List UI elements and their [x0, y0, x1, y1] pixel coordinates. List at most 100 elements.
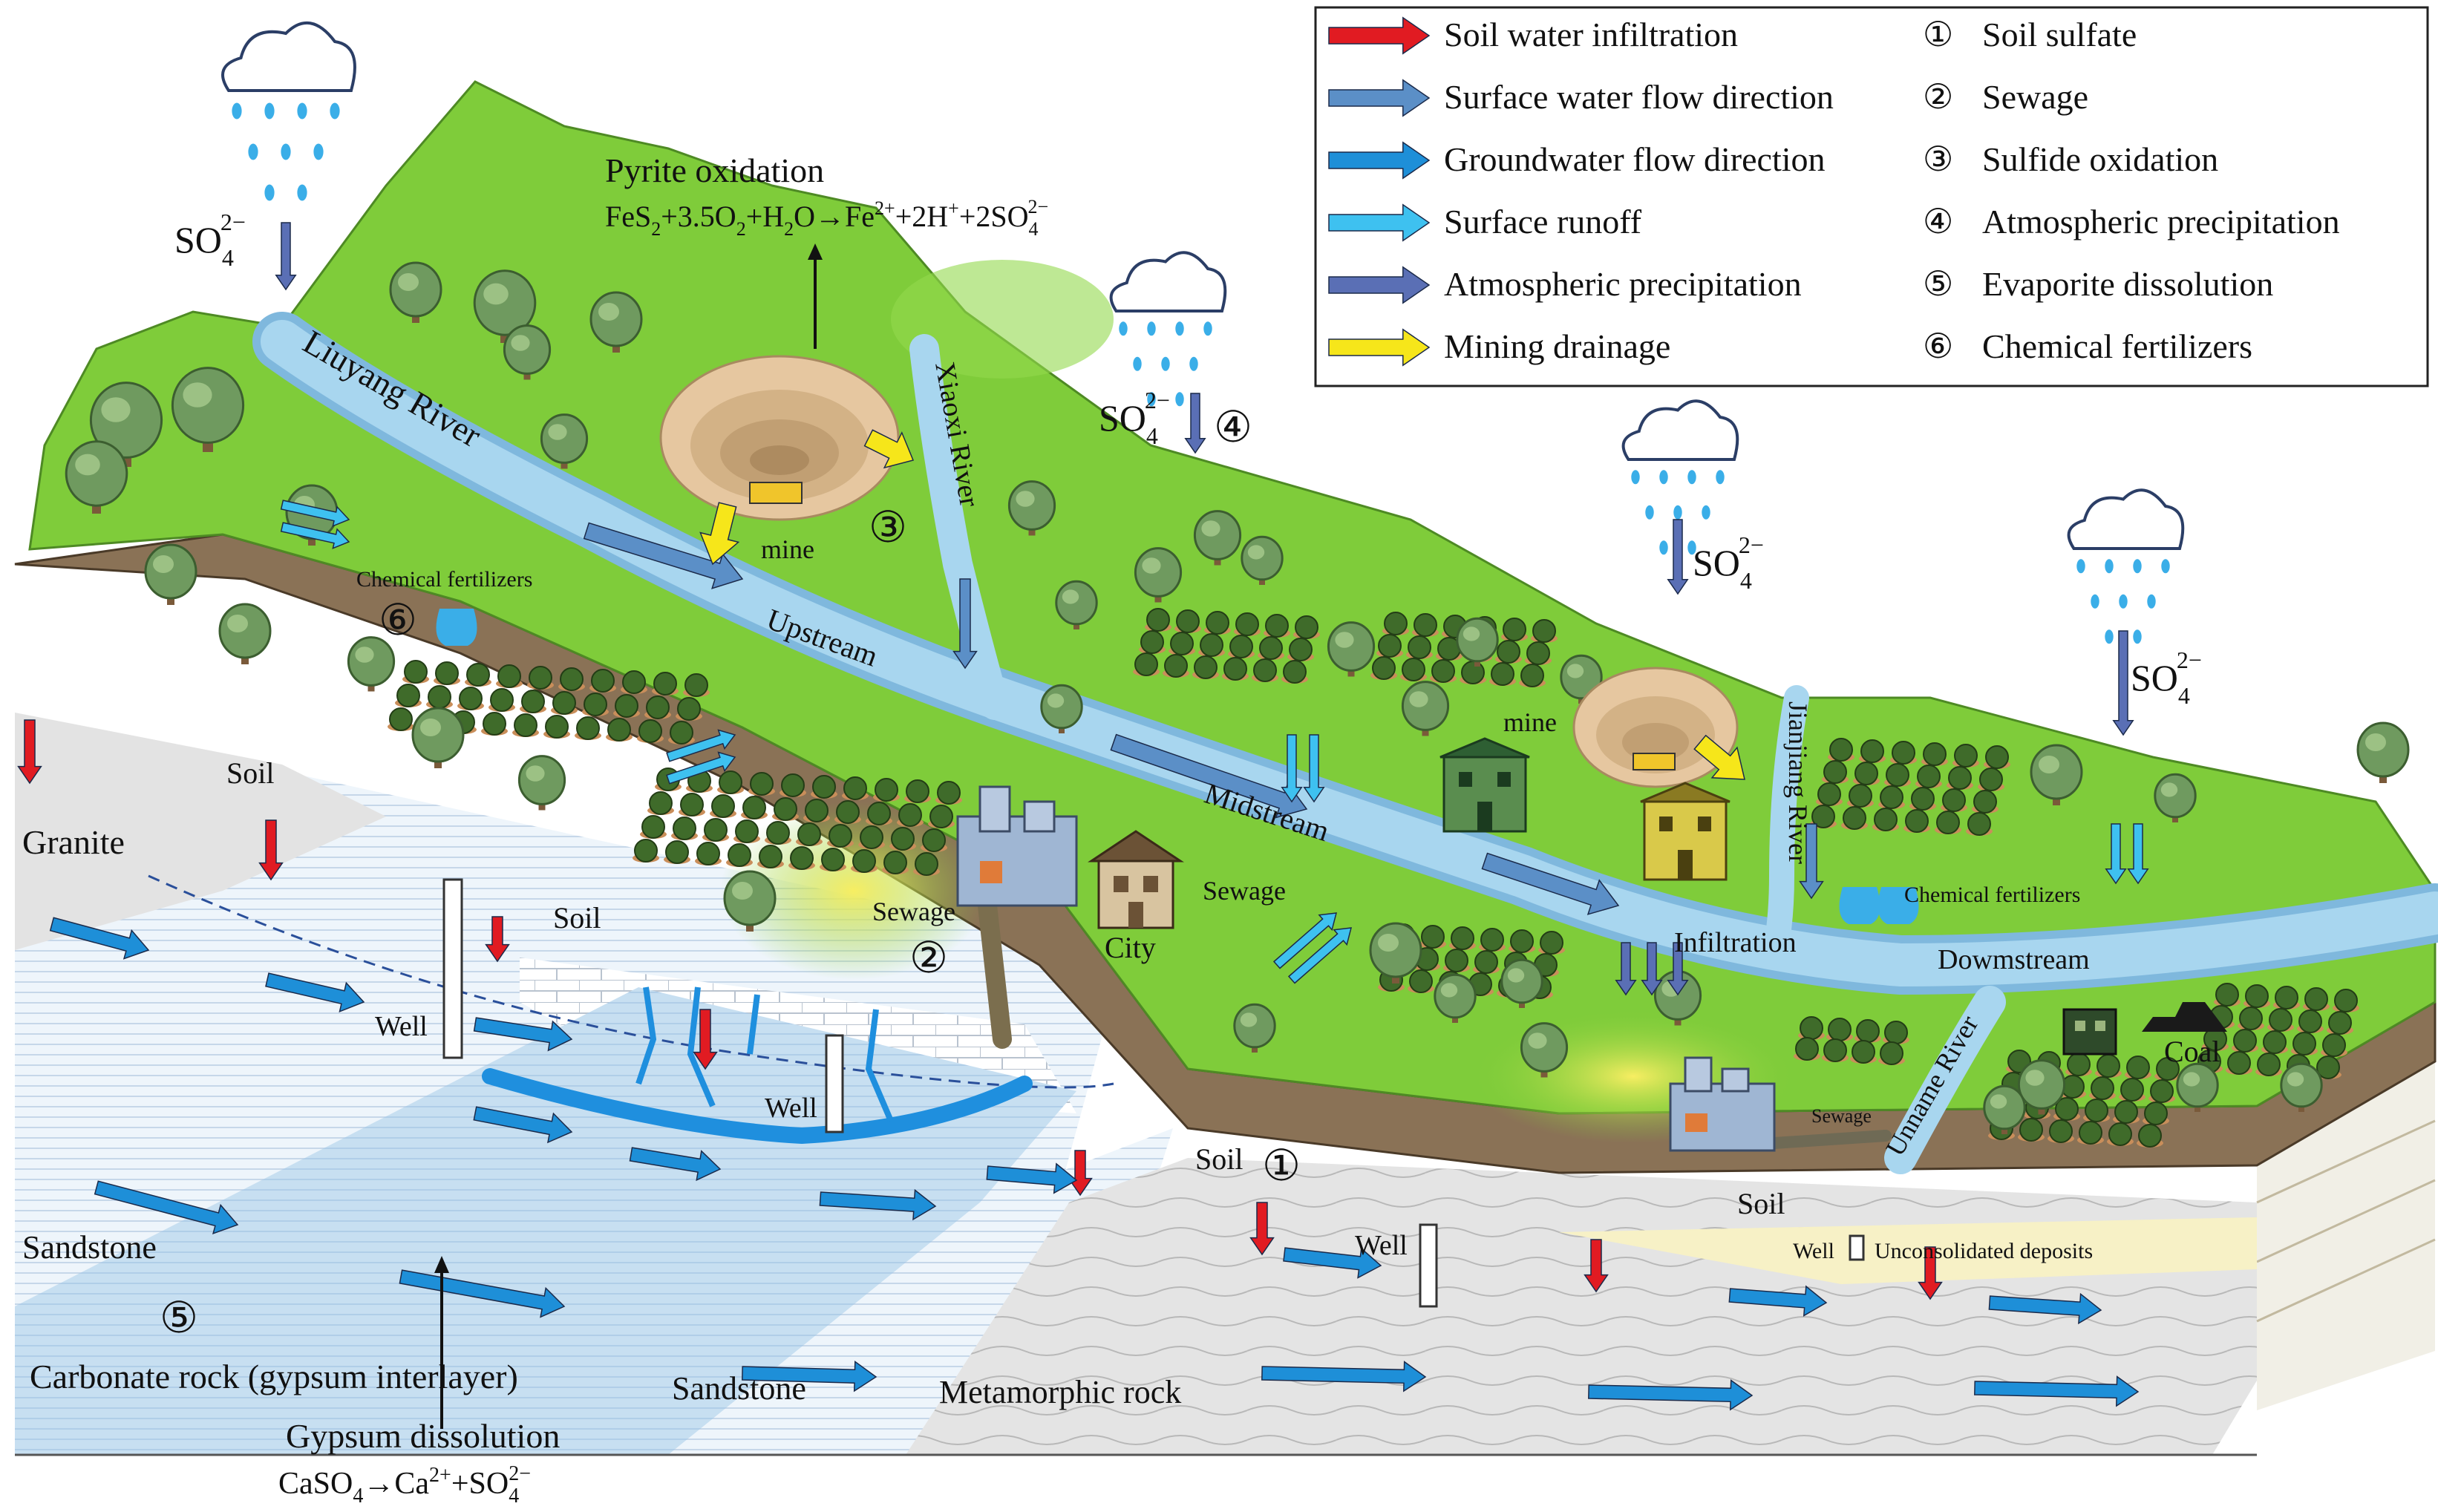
city-label: City: [1105, 931, 1156, 964]
infiltration-label: Infiltration: [1674, 927, 1797, 958]
legend-arrow-label: Soil water infiltration: [1444, 16, 1738, 53]
building-yellow: [1640, 782, 1731, 881]
so4-label-1: SO42−: [174, 209, 246, 271]
legend-arrow-label: Surface runoff: [1444, 203, 1642, 240]
unname-river: [1884, 986, 2006, 1174]
tree-icon: [1007, 480, 1056, 536]
surface-runoff-arrow: [1287, 927, 1352, 984]
tree-icon: [1134, 547, 1183, 603]
sewage-channel-city: [978, 896, 1012, 1049]
soil-infiltration-arrow: [17, 719, 42, 785]
factory-downstream: [1669, 1056, 1776, 1152]
so4-label-2: SO42−: [1099, 387, 1170, 449]
legend-box: [1314, 6, 2429, 387]
tree-icon: [1520, 1022, 1569, 1078]
tree-icon: [1193, 510, 1242, 566]
legend-arrow-label: Groundwater flow direction: [1444, 140, 1826, 178]
soil-infiltration-arrow: [258, 819, 284, 881]
karst-fissures: [635, 986, 894, 1122]
sewage-label-river: Sewage: [1203, 876, 1286, 906]
fertilizer-bag-icon: [1877, 887, 1919, 924]
groundwater-flow-arrow: [1283, 1247, 1382, 1279]
rain-cloud-icon: [1109, 251, 1227, 407]
granite-block: [15, 713, 386, 950]
legend-arrow-label: Atmospheric precipitation: [1444, 265, 1802, 303]
legend-source-number: ③: [1923, 140, 1953, 178]
precipitation-arrow: [275, 222, 297, 291]
tree-icon: [171, 367, 245, 452]
legend-arrow-icon: [1328, 79, 1431, 117]
soil-infiltration-arrow: [1249, 1202, 1275, 1256]
orchard-icon: [633, 768, 962, 876]
fertilizer-bag-icon: [436, 609, 477, 646]
coal-label: Coal: [2164, 1035, 2220, 1068]
legend-arrow-icon: [1328, 203, 1431, 242]
legend-source-label: Sulfide oxidation: [1982, 140, 2218, 178]
building-green: [1439, 737, 1530, 833]
tree-icon: [65, 440, 128, 514]
building-dark-green: [2062, 1008, 2117, 1056]
so4-label-3: SO42−: [1693, 531, 1764, 594]
tree-icon: [589, 291, 643, 353]
infiltration-arrow: [1641, 942, 1663, 996]
tree-icon: [473, 269, 537, 343]
tree-icon: [540, 413, 589, 469]
legend-arrow-icon: [1328, 266, 1431, 304]
tributary-flow-arrow: [1799, 823, 1824, 900]
groundwater-flow-arrow: [49, 917, 150, 960]
tree-icon: [1401, 681, 1450, 736]
excavator-icon: [1633, 753, 1676, 770]
orchard-icon: [1794, 1016, 1909, 1065]
surface-runoff-arrow: [2127, 823, 2149, 885]
legend-source-label: Sewage: [1982, 78, 2088, 116]
right-side-layers: [2257, 1061, 2435, 1410]
flow-arrows: [17, 222, 2149, 1411]
groundwater-flow-arrow: [1588, 1379, 1754, 1411]
mine-label-upper: mine: [761, 534, 814, 564]
jianjiang-river: [1762, 685, 1809, 970]
orchards: [388, 608, 2359, 1148]
precipitation-arrow: [2112, 630, 2134, 736]
tree-icon: [503, 324, 552, 380]
soil-infiltration-arrow: [1584, 1239, 1609, 1293]
legend-source-label: Soil sulfate: [1982, 16, 2137, 53]
well-icon: [1849, 1234, 1865, 1261]
factory-city: [956, 785, 1078, 907]
excavator-icon: [749, 482, 803, 504]
rain-cloud-icon: [2067, 488, 2185, 644]
soil-label-1: Soil: [226, 756, 274, 790]
legend-arrow-label: Mining drainage: [1444, 327, 1670, 365]
legend-source-number: ②: [1923, 78, 1953, 116]
tree-icon: [1500, 958, 1543, 1008]
tree-icon: [1560, 654, 1603, 704]
sandstone-label-left: Sandstone: [22, 1229, 157, 1266]
tree-icon: [1241, 535, 1284, 585]
infiltration-arrow: [1615, 942, 1637, 996]
tree-icon: [2280, 1062, 2323, 1112]
tree-icon: [2356, 721, 2410, 783]
tree-icon: [218, 603, 272, 664]
wells: [442, 878, 1865, 1308]
groundwater-flow-arrow: [742, 1360, 878, 1392]
surface-runoff-arrow: [1281, 734, 1303, 803]
legend-source-number: ⑥: [1923, 327, 1953, 365]
tree-icon: [723, 870, 777, 932]
granite-label: Granite: [22, 823, 125, 861]
precipitation-arrow: [1667, 519, 1689, 595]
rain-cloud-icon: [221, 21, 356, 201]
surface-runoff-arrow: [666, 729, 736, 762]
tree-icon: [144, 543, 197, 605]
tree-icon: [2017, 1059, 2066, 1115]
trees: [65, 261, 2410, 1134]
well-icon: [442, 878, 463, 1059]
legend-source-number: ④: [1923, 203, 1953, 240]
tree-icon: [389, 261, 442, 323]
legend-arrow-label: Surface water flow direction: [1444, 78, 1834, 116]
soil-label-2: Soil: [553, 901, 601, 935]
precipitation-arrow: [1184, 393, 1206, 454]
carbonate-rock-layer: [15, 987, 1076, 1455]
mining-drainage-arrow: [699, 502, 740, 566]
mining-drainage-arrow: [863, 429, 915, 469]
